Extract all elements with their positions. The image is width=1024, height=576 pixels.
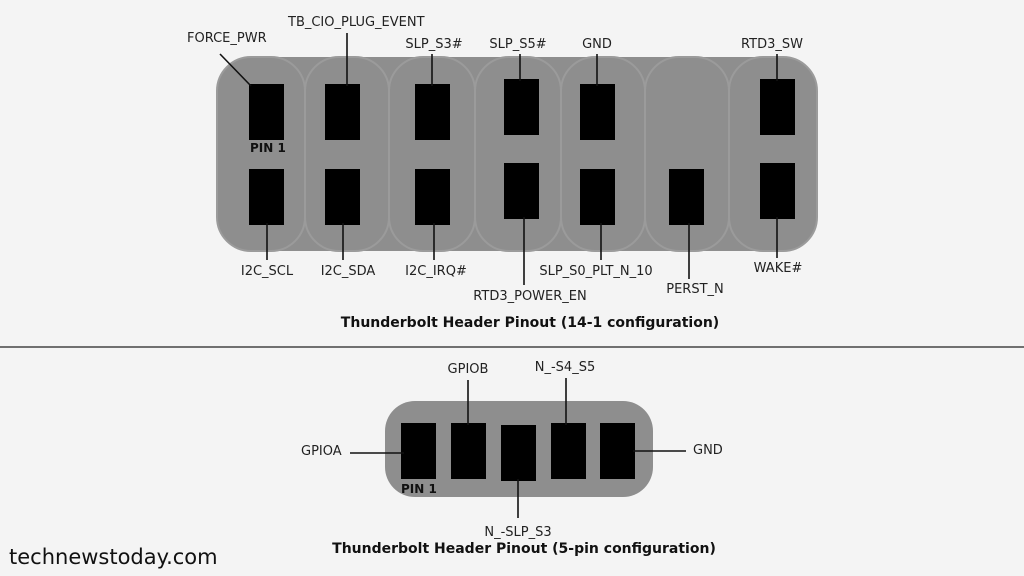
label-gnd: GND <box>582 37 612 52</box>
label-wake: WAKE# <box>753 261 803 276</box>
title-5-pin: Thunderbolt Header Pinout (5-pin configu… <box>332 541 716 557</box>
pin1-label-5: PIN 1 <box>401 482 437 496</box>
leader-force-pwr <box>219 53 252 87</box>
pin-i2c-irq <box>415 169 450 225</box>
pin-n-s4-s5 <box>551 423 586 479</box>
label-gpiob: GPIOB <box>447 362 489 377</box>
label-force-pwr: FORCE_PWR <box>187 31 267 46</box>
brand-watermark: technewstoday.com <box>9 545 218 569</box>
pin-force-pwr <box>249 84 284 140</box>
pin-gpioa <box>401 423 436 479</box>
label-i2c-irq: I2C_IRQ# <box>405 264 467 279</box>
pin-tb-cio-plug-event <box>325 84 360 140</box>
pin-rtd3-power-en <box>504 163 539 219</box>
pin-i2c-sda <box>325 169 360 225</box>
label-n-s4-s5: N_-S4_S5 <box>534 360 596 375</box>
label-i2c-scl: I2C_SCL <box>240 264 294 279</box>
title-14-pin: Thunderbolt Header Pinout (14-1 configur… <box>340 315 720 331</box>
label-gpioa: GPIOA <box>301 444 342 459</box>
label-n-slp-s3: N_-SLP_S3 <box>484 525 552 540</box>
label-slp-s3: SLP_S3# <box>405 37 463 52</box>
pin-gnd-14 <box>580 84 615 140</box>
pin-rtd3-sw <box>760 79 795 135</box>
label-rtd3-power-en: RTD3_POWER_EN <box>473 289 587 304</box>
label-gnd-5: GND <box>693 443 723 458</box>
label-tb-cio-plug-event: TB_CIO_PLUG_EVENT <box>288 15 425 30</box>
pin-slp-s3 <box>415 84 450 140</box>
label-slp-s0-plt-n-10: SLP_S0_PLT_N_10 <box>539 264 653 279</box>
pin-wake <box>760 163 795 219</box>
pin-slp-s5 <box>504 79 539 135</box>
pin-perst-n <box>669 169 704 225</box>
label-i2c-sda: I2C_SDA <box>320 264 376 279</box>
pin-slp-s0-plt <box>580 169 615 225</box>
pin-gpiob <box>451 423 486 479</box>
label-slp-s5: SLP_S5# <box>489 37 547 52</box>
pin-gnd-5 <box>600 423 635 479</box>
label-perst-n: PERST_N <box>666 282 724 297</box>
pin-n-slp-s3 <box>501 425 536 481</box>
label-rtd3-sw: RTD3_SW <box>741 37 803 52</box>
pin1-label-14: PIN 1 <box>250 141 286 155</box>
pin-i2c-scl <box>249 169 284 225</box>
